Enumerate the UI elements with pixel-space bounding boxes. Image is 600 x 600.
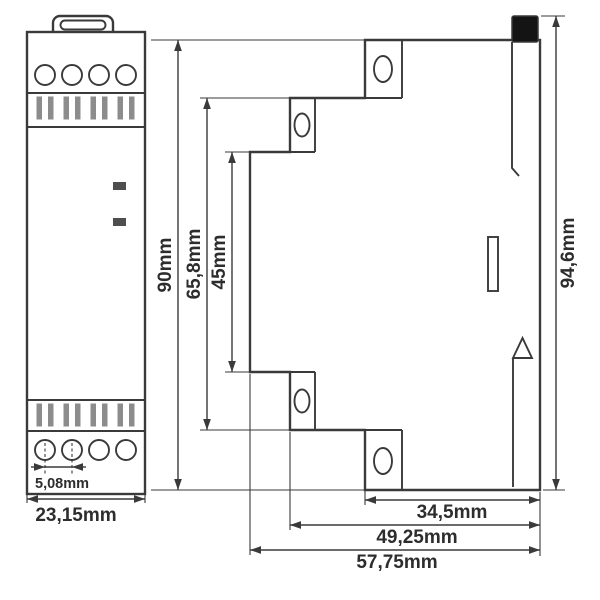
label-overall-height: 94,6mm [558, 218, 579, 289]
label-depth-top: 34,5mm [417, 502, 488, 523]
status-leds [113, 182, 126, 226]
terminal-slot [48, 403, 54, 427]
pitch-dimension: 5,08mm [31, 443, 89, 492]
terminal-slot [63, 96, 69, 120]
terminal-slot [129, 403, 135, 427]
terminal-slot [102, 96, 108, 120]
terminal-slot [75, 96, 81, 120]
terminal-slot [36, 403, 42, 427]
terminal-slots-bottom [36, 403, 135, 427]
front-view [25, 14, 147, 496]
height-dimension-90: 90mm [151, 39, 364, 491]
screw-hole-side [293, 388, 311, 414]
terminal-slot [75, 403, 81, 427]
mounting-tab-slot [59, 19, 107, 31]
din-clip-upper-arm [511, 42, 520, 177]
terminal-circles-top [34, 64, 137, 86]
din-clip-top [511, 15, 539, 43]
terminal-slots-top [36, 96, 135, 120]
terminal-slot [129, 96, 135, 120]
width-dimension: 23,15mm [26, 495, 146, 526]
label-depth-total: 57,75mm [356, 552, 437, 573]
terminal-slot [90, 403, 96, 427]
screw-terminal [88, 64, 110, 86]
label-terminal-pitch: 5,08mm [35, 476, 89, 492]
screw-terminal [34, 64, 56, 86]
label-inner-section-height: 45mm [209, 235, 230, 290]
height-dimension-45: 45mm [209, 151, 249, 373]
depth-dimension-49-25: 49,25mm [289, 432, 540, 548]
label-front-width: 23,15mm [35, 505, 116, 526]
screw-terminal [88, 439, 110, 461]
height-dimension-65-8: 65,8mm [184, 97, 289, 431]
terminal-slot [90, 96, 96, 120]
terminal-slot [48, 96, 54, 120]
screw-hole-side [373, 447, 393, 475]
led-indicator [113, 182, 126, 190]
label-depth-middle: 49,25mm [376, 527, 457, 548]
depth-dimension-34-5: 34,5mm [364, 491, 541, 556]
din-clip-slot [487, 236, 499, 292]
terminal-slot [63, 403, 69, 427]
front-body [25, 30, 147, 496]
terminal-slot [117, 96, 123, 120]
screw-terminal [115, 64, 137, 86]
din-clip-release-tab [511, 335, 534, 359]
terminal-slot [36, 96, 42, 120]
label-front-height: 90mm [155, 238, 176, 293]
side-view [248, 15, 542, 492]
depth-dimension-57-75: 57,75mm [249, 374, 540, 573]
height-dimension-94-6: 94,6mm [541, 15, 579, 491]
screw-terminal [115, 439, 137, 461]
label-upper-section-height: 65,8mm [184, 229, 205, 300]
screw-hole-side [373, 55, 393, 83]
side-terminal-ellipses [293, 55, 393, 475]
screw-hole-side [293, 112, 311, 138]
led-indicator [113, 218, 126, 226]
side-profile [248, 38, 542, 492]
screw-terminal [61, 64, 83, 86]
terminal-slot [117, 403, 123, 427]
terminal-slot [102, 403, 108, 427]
